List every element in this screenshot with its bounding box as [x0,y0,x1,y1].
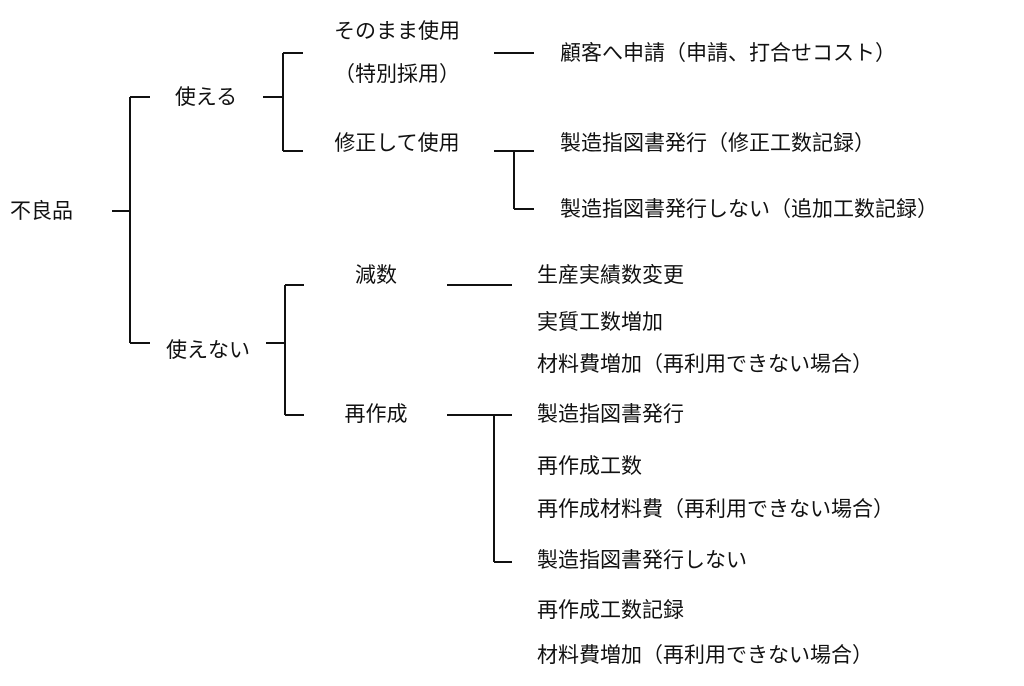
remake-issue-result: 再作成材料費（再利用できない場合） [537,497,894,521]
as-is-result: 顧客へ申請（申請、打合せコスト） [560,41,896,65]
remake-no-issue-result: 再作成工数記録 [537,598,684,622]
reduce-node: 減数 [355,263,397,287]
reduce-result: 生産実績数変更 [537,263,684,287]
as-is-node-line2: （特別採用） [334,62,460,86]
remake-issue-result: 再作成工数 [537,454,642,478]
remake-no-issue-node: 製造指図書発行しない [537,548,747,572]
modify-result-no-issue: 製造指図書発行しない（追加工数記録） [560,197,938,221]
modify-result-issue: 製造指図書発行（修正工数記録） [560,131,875,155]
remake-node: 再作成 [344,402,408,426]
remake-issue-node: 製造指図書発行 [537,402,684,426]
reduce-result: 材料費増加（再利用できない場合） [537,352,873,376]
reduce-result: 実質工数増加 [537,310,663,334]
modify-node: 修正して使用 [334,131,460,155]
remake-no-issue-result: 材料費増加（再利用できない場合） [537,643,873,667]
root-node: 不良品 [10,199,73,223]
as-is-node-line1: そのまま使用 [334,19,460,43]
usable-node: 使える [174,85,238,109]
unusable-node: 使えない [166,338,250,362]
